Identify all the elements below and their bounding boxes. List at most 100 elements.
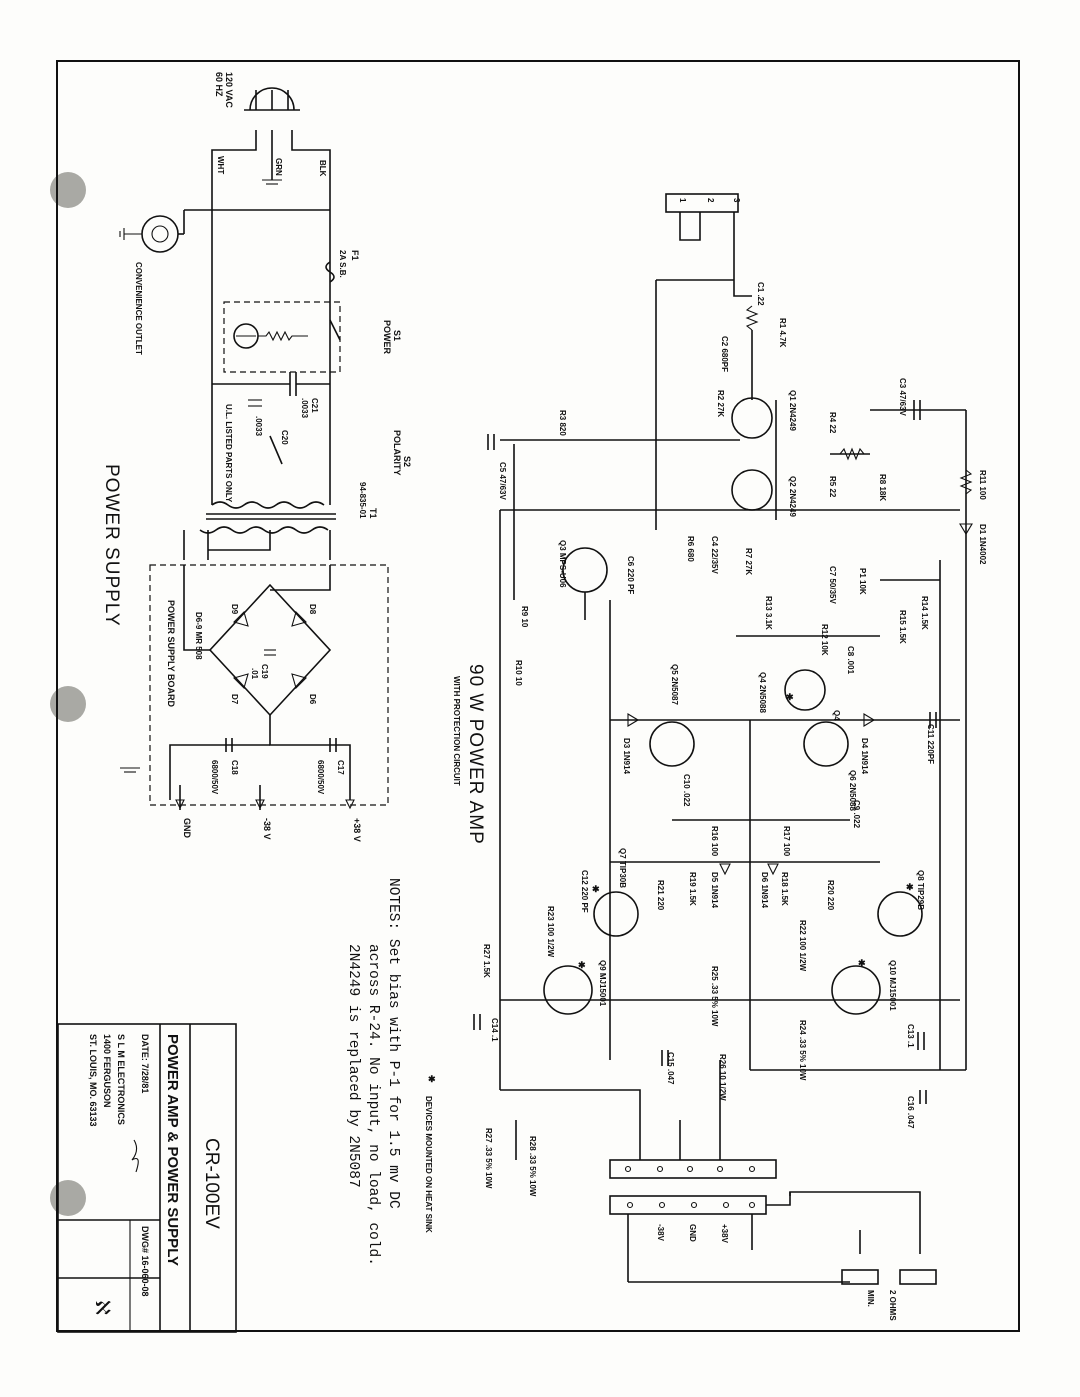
d7-label: D7 [230,694,239,705]
transistor-q9: Q9 MJ15001 ✱ R27 1.5K [482,944,607,1015]
title-city: ST. LOUIS, MO. 63133 [88,1034,98,1127]
transistor-q1: Q1 2N4249 R4 22 [731,390,837,439]
output-connector: 2 OHMS MIN. +38V GND -38V [609,1159,937,1321]
power-supply-board: POWER SUPPLY BOARD D8 D9 D6 D7 D6-9 MR 5… [120,564,389,842]
out-min-label: MIN. [866,1290,875,1307]
heatsink-star: ✱ [428,1074,436,1084]
out-neg-label: -38V [656,1224,665,1242]
wire-grn-label: GRN [274,158,283,176]
transistor-q7: Q7 TIP30B ✱ C12 220 PF R23 100 1/2W [546,848,639,958]
switch-s1: S1 POWER [223,301,402,373]
title-model: CR-100EV [201,1138,222,1229]
s1-ref: S1 [392,330,402,341]
r4-label: R4 22 [828,412,837,434]
title-street: 1400 FERGUSON [102,1034,112,1108]
power-supply-title: POWER SUPPLY [101,464,122,627]
r16-label: R16 100 [710,826,719,857]
input-pin-3: 3 [732,198,741,203]
q9-label: Q9 MJ15001 [598,960,607,1007]
r27-label: R27 1.5K [482,944,491,978]
d6-label: D6 [308,694,317,705]
transistor-q4: Q4 2N5088 ✱ Q4 [758,669,841,721]
out-ohms-label: 2 OHMS [888,1290,897,1321]
fuse-f1: F1 2A S.B. [325,250,360,283]
c11-label: C11 220PF [926,724,935,764]
d1-label: D1 1N4002 [978,524,987,565]
s2-label: POLARITY [392,430,402,476]
switch-s2: C20 .0033 U.L. LISTED PARTS ONLY S2 POLA… [224,399,412,503]
d3-label: D3 1N914 [622,738,631,775]
c4-label: C4 22/35V [710,536,719,574]
r23-label: R23 100 1/2W [546,906,555,958]
r17-label: R17 100 [782,826,791,857]
transformer-t1: T1 94-835-01 [183,482,378,560]
r12-label: R12 10K [820,624,829,656]
p1-label: P1 10K [858,568,867,595]
r13-label: R13 3.1K [764,596,773,630]
c17-label: C17 [336,760,345,775]
r24-label: R24 .33 5% 10W [798,1020,807,1081]
c21-value: .0033 [300,398,309,419]
r1-label: R1 4.7K [778,318,787,348]
amp-pre-driver: C10 .022 C9 .022 R16 100 R17 100 [672,720,861,1070]
q8-heatsink-mark: ✱ [906,882,914,892]
amp-bias-upper: R8 18K C3 47/63V R11 100 D1 1N4002 [775,378,987,1070]
amp-output-stage: R25 .33 5% 10W R24 .33 5% 10W C14 .1 C13… [473,966,966,1197]
amp-section-titles: 90 W POWER AMP WITH PROTECTION CIRCUIT ✱… [424,664,486,1233]
amp-driver-stage: R18 1.5K R19 1.5K D5 1N914 D6 1N914 R20 … [610,861,880,911]
r5-label: R5 22 [828,476,837,498]
q9-heatsink-mark: ✱ [578,960,586,970]
c13-label: C13 .1 [906,1024,915,1048]
amp-bias-network: C7 50/35V P1 10K R14 1.5K R15 1.5K R13 3… [736,560,941,1070]
out-pos-label: +38V [720,1224,729,1244]
q10-heatsink-mark: ✱ [858,958,866,968]
c2-label: C2 680PF [720,336,729,372]
c18-label: C18 [230,760,239,775]
note-line-3: 2N4249 is replaced by 2N5087 [345,944,361,1188]
s2-ref: S2 [402,456,412,467]
title-date: DATE: 7/28/81 [140,1034,150,1093]
c8-label: C8 .001 [846,646,855,675]
transistor-q10: Q10 MJ15001 ✱ [831,958,897,1015]
r3-label: R3 820 [558,410,567,436]
r20-label: R20 220 [826,880,835,911]
q1-label: Q1 2N4249 [788,390,797,431]
c12-label: C12 220 PF [580,870,589,913]
title-company: S L M ELECTRONICS [116,1034,126,1125]
diode-note: D6-9 MR 508 [194,612,203,660]
title-dwg: DWG# 16-060-08 [140,1226,150,1297]
c6-label: C6 220 PF [626,556,635,594]
q3-label: Q3 MPS-U06 [558,540,567,588]
r28-label: R28 .33 5% 10W [528,1136,537,1197]
fuse-value: 2A S.B. [338,250,347,278]
q8-label: Q8 TIP29B [916,870,925,910]
amp-input-network: 1 2 3 C1 .22 R1 4.7K C2 680PF R2 27K [655,193,787,530]
input-pin-1: 1 [678,198,687,203]
r15-label: R15 1.5K [898,610,907,644]
c16-label: C16 .047 [906,1096,915,1129]
r27b-label: R27 .33 5% 10W [484,1128,493,1189]
t1-ref: T1 [368,508,378,519]
c19-value: .01 [250,668,259,680]
title-main: POWER AMP & POWER SUPPLY [164,1034,181,1266]
psu-board-label: POWER SUPPLY BOARD [166,600,176,708]
rail-neg-label: -38 V [262,818,272,840]
r19-label: R19 1.5K [688,872,697,906]
r10-label: R10 10 [514,660,523,686]
rail-pos-label: +38 V [352,818,362,842]
wire-wht-label: WHT [216,156,225,174]
r2-label: R2 27K [716,390,725,417]
rail-gnd-label: GND [182,818,192,839]
transistor-q5: Q5 2N5087 [649,664,695,767]
mains-input: 120 VAC60 HZ BLK WHT GRN CONVENIENCE OUT… [119,72,331,505]
s1-label: POWER [382,320,392,355]
c17-value: 6800/50V [316,760,325,795]
d9-label: D9 [230,604,239,615]
amp-input-stage: R3 820 C5 47/63V R6 680 C4 22/35V R7 27K [487,410,960,1090]
d6-driver-label: D6 1N914 [760,872,769,909]
c9-label: C9 .022 [852,800,861,829]
t1-value: 94-835-01 [358,482,367,519]
amp-driver-diodes: R10 10 D3 1N914 D4 1N914 C11 220PF [514,660,960,775]
